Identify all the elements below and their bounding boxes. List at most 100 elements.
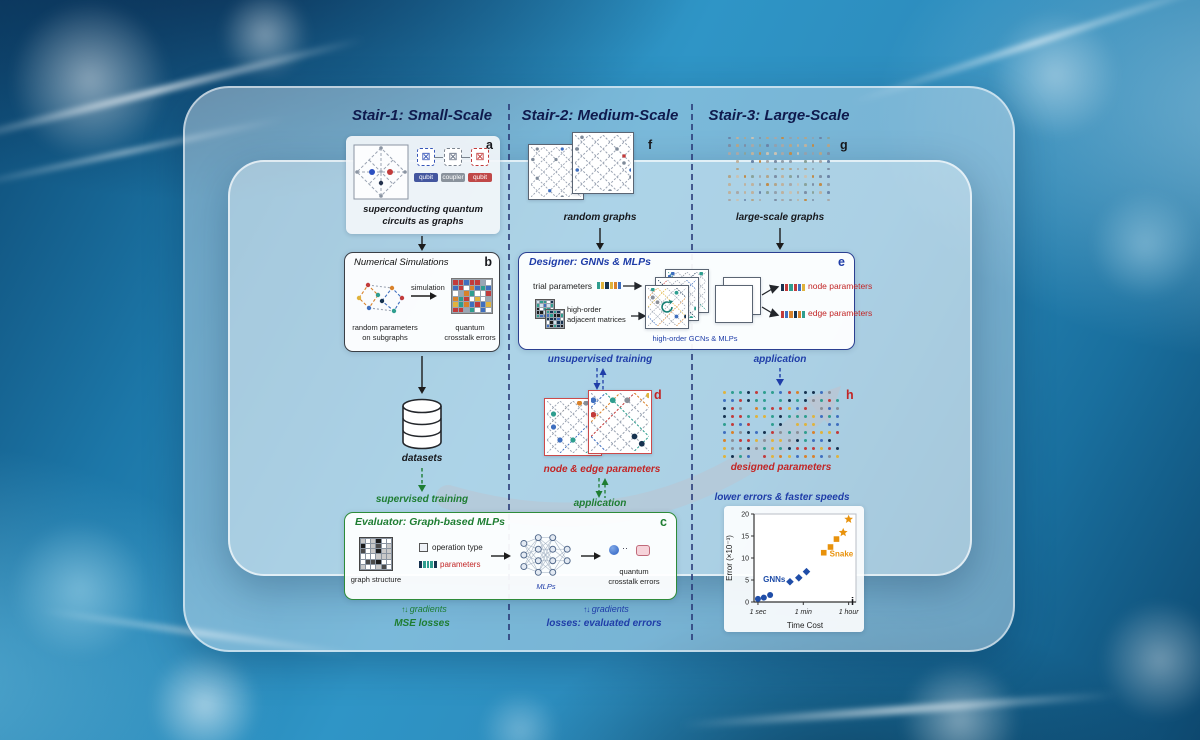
updown-arrows-icon: ↑↓ [401, 605, 408, 614]
circuit-schematic: ⊠ qubit ⊠ coupler ⊠ qubit [414, 148, 496, 198]
column-divider-2 [691, 104, 693, 640]
panel-e-tag: e [838, 255, 845, 269]
stair1-title: Stair-1: Small-Scale [351, 107, 493, 124]
edge-parameters-label: edge parameters [808, 308, 873, 318]
panel-d-node-edge-params [544, 390, 666, 462]
param-graph-2 [588, 390, 652, 454]
panel-a-quantum-circuits: a ⊠ qubit ⊠ coupler [346, 136, 500, 234]
evaluator-arrow-2 [581, 551, 601, 561]
updown-arrows-icon: ↑↓ [583, 605, 590, 614]
svg-text:1 min: 1 min [795, 609, 812, 616]
crosstalk-node-icon [609, 545, 619, 555]
qubit-right-label: qubit [468, 173, 492, 182]
qubit-symbol-left-icon: ⊠ [417, 148, 435, 166]
qubit-left-label: qubit [414, 173, 438, 182]
coupler-wire-icon [434, 157, 443, 158]
supervised-training-label: supervised training [375, 494, 469, 505]
ellipsis-dots-icon: ‥ [622, 541, 630, 551]
svg-text:Snake: Snake [830, 550, 854, 559]
panel-h-designed-params [720, 388, 842, 460]
crosstalk-error-matrix [451, 278, 493, 314]
panel-a-caption-line1: superconducting quantum [363, 204, 483, 215]
svg-text:0: 0 [745, 600, 749, 607]
designer-to-params-arrows [592, 368, 608, 390]
datasets-database-icon [402, 398, 442, 450]
designer-internal-arrows [623, 281, 780, 321]
parameters-label: parameters [440, 560, 481, 569]
panel-g-tag: g [840, 138, 848, 152]
panel-i-tag: i [850, 596, 854, 608]
graph-structure-label: graph structure [350, 575, 402, 584]
panel-b-right-caption: quantum crosstalk errors [441, 323, 499, 343]
arrow-b-to-datasets [416, 356, 428, 394]
svg-text:15: 15 [741, 534, 749, 541]
panel-h-caption: designed parameters [730, 462, 832, 473]
mlps-label: MLPs [536, 582, 556, 591]
graph-structure-matrix [359, 537, 393, 571]
stair2-gradients: ↑↓ gradients [583, 604, 629, 614]
panel-b-numerical-simulations: Numerical Simulations b simulation rando… [344, 252, 500, 352]
supervised-training-arrow [416, 468, 428, 492]
output-line2: crosstalk errors [608, 576, 660, 586]
error-icons: ‥ [609, 541, 669, 559]
panel-a-caption: superconducting quantum circuits as grap… [346, 204, 500, 229]
arrow-f-to-designer [594, 228, 606, 250]
adjacency-matrix-2 [545, 309, 565, 329]
panel-e-designer: Designer: GNNs & MLPs e trial parameters… [518, 252, 872, 350]
evaluated-losses-label: losses: evaluated errors [546, 618, 662, 629]
panel-c-evaluator: Evaluator: Graph-based MLPs c graph stru… [344, 512, 677, 600]
arrow-a-to-b [416, 236, 428, 251]
designer-to-h-arrow [774, 368, 786, 386]
gradients-label: gradients [409, 604, 447, 614]
lattice-graph [547, 401, 599, 453]
panel-b-tag: b [484, 255, 492, 269]
random-graph-2 [572, 132, 634, 194]
lower-errors-label: lower errors & faster speeds [714, 492, 850, 503]
panel-a-caption-line2: circuits as graphs [382, 216, 464, 228]
cycle-arrow-icon [661, 299, 674, 313]
simulation-arrow [411, 291, 437, 301]
stair1-gradients: ↑↓ gradients [401, 604, 447, 614]
node-parameters-strip [781, 284, 805, 291]
mse-losses-label: MSE losses [394, 618, 450, 629]
panel-d-tag: d [654, 388, 662, 402]
operation-type-icon [419, 543, 428, 552]
gcn-mlps-label: high-order GCNs & MLPs [652, 334, 738, 343]
simulation-arrow-label: simulation [411, 283, 445, 292]
coupler-label: coupler [441, 173, 465, 182]
left-caption-line1: random parameters [352, 323, 418, 332]
panel-f-random-graphs [528, 132, 660, 208]
svg-text:GNNs: GNNs [763, 575, 786, 584]
panel-g-large-graph [726, 134, 832, 204]
trial-parameters-strip [597, 282, 621, 289]
right-caption-line2: crosstalk errors [444, 332, 496, 342]
datasets-label: datasets [401, 453, 443, 464]
left-caption-line2: on subgraphs [362, 332, 408, 342]
svg-text:1 sec: 1 sec [750, 609, 767, 616]
coupler-symbol-icon: ⊠ [444, 148, 462, 166]
lattice-graph [575, 135, 631, 191]
svg-text:20: 20 [741, 512, 749, 519]
matrices-line2: adjacent matrices [567, 314, 626, 324]
unsupervised-training-label: unsupervised training [547, 354, 653, 365]
crosstalk-error-box-icon [636, 545, 650, 556]
matrices-line1: high-order [567, 305, 602, 314]
svg-text:Error (×10⁻³): Error (×10⁻³) [725, 535, 734, 581]
coupler-wire-icon [461, 157, 470, 158]
subgraph-sketches-icon [356, 282, 405, 314]
qubit-lattice-graph-icon [353, 144, 409, 200]
right-caption-line1: quantum [455, 323, 485, 332]
panel-c-output-caption: quantum crosstalk errors [597, 567, 671, 587]
stair3-title: Stair-3: Large-Scale [708, 107, 850, 124]
mlp-network-icon [517, 529, 575, 581]
gcn-layer-front [645, 285, 689, 329]
lattice-graph [591, 393, 649, 451]
panel-b-title: Numerical Simulations [354, 257, 449, 268]
svg-text:Time Cost: Time Cost [787, 621, 824, 630]
params-to-evaluator-arrows [594, 478, 610, 498]
column-divider-1 [508, 104, 510, 640]
panel-f-tag: f [648, 138, 653, 152]
